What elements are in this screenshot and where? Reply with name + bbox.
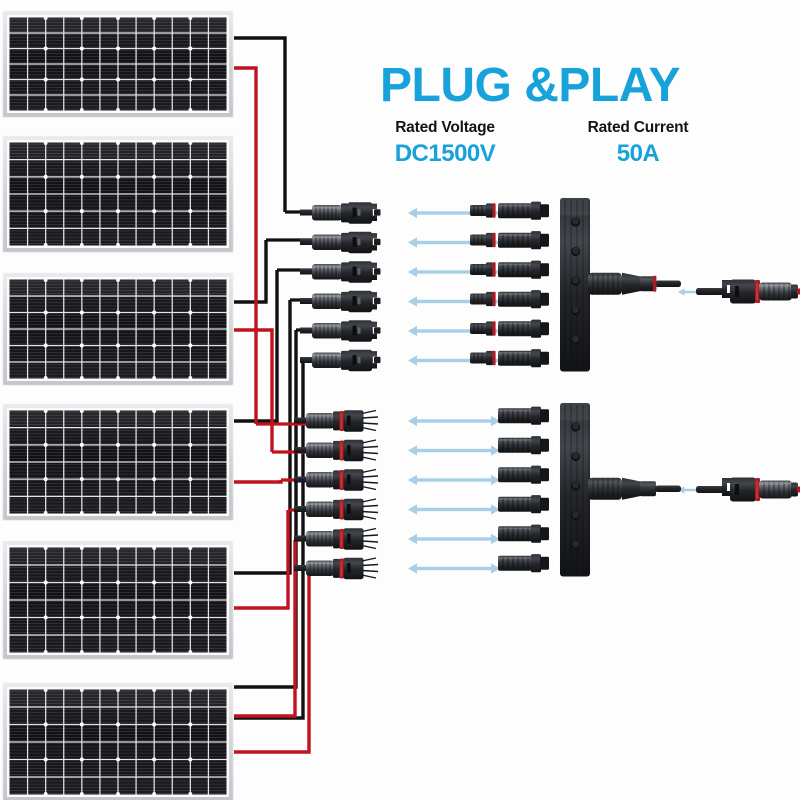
- mated-mc4-pair: [696, 279, 800, 304]
- solar-panel: [2, 10, 234, 118]
- branch-port-barrel: [497, 289, 550, 309]
- double-arrow-icon: [408, 445, 500, 456]
- branch-port: [469, 289, 550, 309]
- port-key: [554, 527, 560, 539]
- branch-manifold: [554, 198, 590, 372]
- branch-connector-upper: [469, 198, 681, 372]
- port-key: [554, 468, 560, 480]
- branch-port-tail: [469, 320, 497, 337]
- branch-port: [469, 319, 550, 339]
- branch-port-tail: [469, 291, 497, 307]
- port-key: [554, 204, 560, 216]
- branch-port-tail: [469, 232, 497, 248]
- negative-connector-stack: [299, 201, 381, 372]
- mating-arrows-lower: [408, 415, 500, 574]
- branch-port-barrel: [497, 201, 550, 221]
- solar-panel: [2, 272, 234, 386]
- branch-port: [497, 465, 550, 485]
- end-connector-lower: [696, 477, 800, 502]
- double-arrow-icon: [408, 504, 500, 515]
- branch-port-barrel: [497, 348, 550, 368]
- branch-port-tail: [469, 202, 497, 219]
- double-arrow-icon: [408, 415, 500, 427]
- mc4-plug-connector: [299, 319, 381, 343]
- branch-connector-lower: [497, 403, 681, 577]
- solar-panel: [2, 403, 234, 521]
- branch-port: [497, 435, 550, 455]
- branch-port-barrel: [497, 319, 550, 339]
- mc4-plug-connector: [299, 201, 381, 225]
- mated-mc4-pair: [696, 477, 800, 502]
- port-key: [554, 497, 560, 510]
- end-connector-upper: [696, 279, 800, 304]
- mc4-socket-connector: [293, 409, 379, 433]
- branch-port-barrel: [497, 494, 550, 514]
- mc4-socket-connector: [293, 439, 379, 462]
- branch-port: [469, 230, 550, 250]
- mc4-plug-connector: [299, 349, 381, 372]
- branch-port: [469, 260, 550, 280]
- port-key: [554, 438, 560, 451]
- mc4-socket-connector: [293, 557, 379, 580]
- solar-panel: [2, 540, 234, 660]
- branch-manifold: [554, 403, 590, 577]
- double-arrow-icon: [408, 533, 500, 545]
- mc4-socket-connector: [293, 527, 379, 551]
- branch-port-barrel: [497, 406, 550, 426]
- branch-port: [497, 553, 550, 573]
- mc4-plug-connector: [299, 231, 381, 254]
- branch-port: [497, 524, 550, 544]
- port-key: [554, 292, 560, 305]
- wiring-harness: [234, 36, 318, 754]
- negative-cable-bundle: [234, 36, 305, 720]
- branch-port-barrel: [497, 465, 550, 485]
- positive-cable-bundle: [234, 66, 311, 754]
- negative-feed-stubs: [266, 210, 318, 362]
- port-key: [554, 322, 560, 334]
- branch-port: [469, 201, 550, 221]
- solar-panel: [2, 682, 234, 800]
- branch-port-barrel: [497, 553, 550, 573]
- mc4-socket-connector: [293, 498, 379, 521]
- branch-port-barrel: [497, 260, 550, 280]
- branch-port-barrel: [497, 435, 550, 455]
- mc4-plug-connector: [299, 260, 381, 284]
- mc4-socket-connector: [293, 468, 379, 492]
- branch-port: [469, 348, 550, 368]
- port-key: [554, 351, 560, 364]
- branch-port: [497, 406, 550, 426]
- mating-arrows-upper: [408, 207, 500, 366]
- double-arrow-icon: [408, 474, 500, 486]
- positive-connector-stack: [293, 409, 379, 580]
- port-key: [554, 263, 560, 275]
- solar-panel-array: [2, 10, 234, 800]
- branch-port-tail: [469, 350, 497, 366]
- branch-port: [497, 494, 550, 514]
- port-key: [554, 556, 560, 569]
- mc4-plug-connector: [299, 290, 381, 313]
- port-key: [554, 409, 560, 421]
- branch-output-trunk: [588, 477, 681, 500]
- solar-panel: [2, 135, 234, 253]
- mating-arrows-small: [678, 288, 712, 494]
- branch-port-barrel: [497, 524, 550, 544]
- branch-output-trunk: [588, 272, 681, 295]
- branch-port-barrel: [497, 230, 550, 250]
- branch-port-tail: [469, 261, 497, 278]
- double-arrow-icon: [408, 563, 500, 574]
- port-key: [554, 233, 560, 246]
